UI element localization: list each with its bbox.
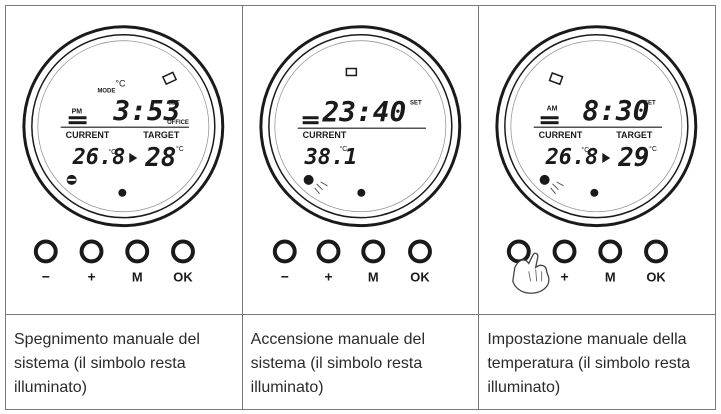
bar-icon [302,121,319,125]
current-temp: 38.1 [303,145,357,170]
m-button-label: M [605,269,616,284]
time-display: 8:30 [583,94,650,127]
panel-1-caption-cell: Spegnimento manuale del sistema (il simb… [5,314,243,410]
current-temp: 26.8 [545,145,599,170]
minus-button[interactable] [33,239,58,264]
minus-button[interactable] [272,239,297,264]
plus-button[interactable] [79,239,104,264]
m-button[interactable] [598,239,623,264]
target-unit: °C [649,145,657,153]
panel-2-caption: Accensione manuale del sistema (il simbo… [250,331,425,396]
house-icon [548,72,564,86]
bar-icon [540,121,559,125]
target-temp: 29 [618,143,650,173]
status-dot-icon [118,188,127,197]
panel-3-caption: Impostazione manuale della temperatura (… [487,331,691,396]
arrow-icon [602,153,611,163]
display-ring [37,40,210,213]
set-label: SET [168,100,180,106]
bar-icon [68,121,87,125]
ok-button[interactable] [644,239,669,264]
pointing-hand-icon [512,252,550,294]
time-prefix: PM [72,108,83,115]
ok-button-label: OK [410,269,430,284]
panel-3-image-cell: AM 8:30 SET CURRENT TARGET 26.8 °C 29 °C [478,5,716,315]
time-display: 23:40 [321,95,406,128]
office-label: OFFICE [167,120,189,126]
status-dot-icon [590,188,599,197]
current-label: CURRENT [539,130,583,140]
plus-button-label: + [87,268,95,284]
bar-icon [540,116,559,120]
set-label: SET [644,100,656,106]
press-marks-icon [313,181,328,195]
minus-button-label: − [280,268,288,284]
current-unit: °C [108,148,116,156]
power-icon-dash [67,178,76,181]
panel-2-caption-cell: Accensione manuale del sistema (il simbo… [241,314,480,410]
plus-button[interactable] [316,239,341,264]
target-label: TARGET [143,130,180,140]
display-ring [510,40,683,213]
panel-3-caption-cell: Impostazione manuale della temperatura (… [478,314,716,410]
target-label: TARGET [617,130,654,140]
time-prefix: AM [547,105,558,112]
current-label: CURRENT [302,130,346,140]
press-marks-icon [550,181,565,195]
minus-button[interactable] [507,239,532,264]
m-button[interactable] [360,239,385,264]
power-icon [539,174,550,185]
mode-symbol: °C [115,78,126,88]
display-ring [274,40,446,213]
inner-bezel [267,33,453,219]
minus-button-label: − [42,268,50,284]
instruction-table: MODE °C PM 3:53 SET OFFICE CURRENT TARGE… [5,5,716,410]
target-unit: °C [176,145,184,153]
inner-bezel [31,33,216,219]
panel-2-image-cell: 23:40 SET CURRENT 38.1 °C − + M OK [241,5,480,315]
power-icon [303,174,314,185]
current-temp: 26.8 [72,145,126,170]
ok-button[interactable] [407,239,432,264]
target-temp: 28 [144,143,176,173]
panel-1-image-cell: MODE °C PM 3:53 SET OFFICE CURRENT TARGE… [5,5,243,315]
m-button[interactable] [125,239,150,264]
plus-button-label: + [324,268,332,284]
m-button-label: M [368,269,379,284]
thermostat-illustration-3: AM 8:30 SET CURRENT TARGET 26.8 °C 29 °C [495,25,698,294]
ok-button-label: OK [173,269,193,284]
ok-button[interactable] [171,239,195,264]
arrow-icon [129,153,138,163]
bar-icon [302,116,319,120]
house-icon [161,71,178,86]
mode-label: MODE [97,88,115,94]
set-label: SET [410,100,422,106]
status-dot-icon [357,188,365,197]
bar-icon [68,116,87,120]
thermostat-illustration-2: 23:40 SET CURRENT 38.1 °C − + M OK [259,25,461,284]
thermostat-illustration-1: MODE °C PM 3:53 SET OFFICE CURRENT TARGE… [22,25,225,284]
current-label: CURRENT [66,130,110,140]
current-unit: °C [339,145,347,153]
current-unit: °C [582,146,590,154]
time-display: 3:53 [112,94,180,127]
plus-button[interactable] [552,239,577,264]
m-button-label: M [132,269,143,284]
ok-button-label: OK [647,269,667,284]
plus-button-label: + [561,268,569,284]
panel-1-caption: Spegnimento manuale del sistema (il simb… [14,331,200,396]
house-icon [345,67,357,77]
